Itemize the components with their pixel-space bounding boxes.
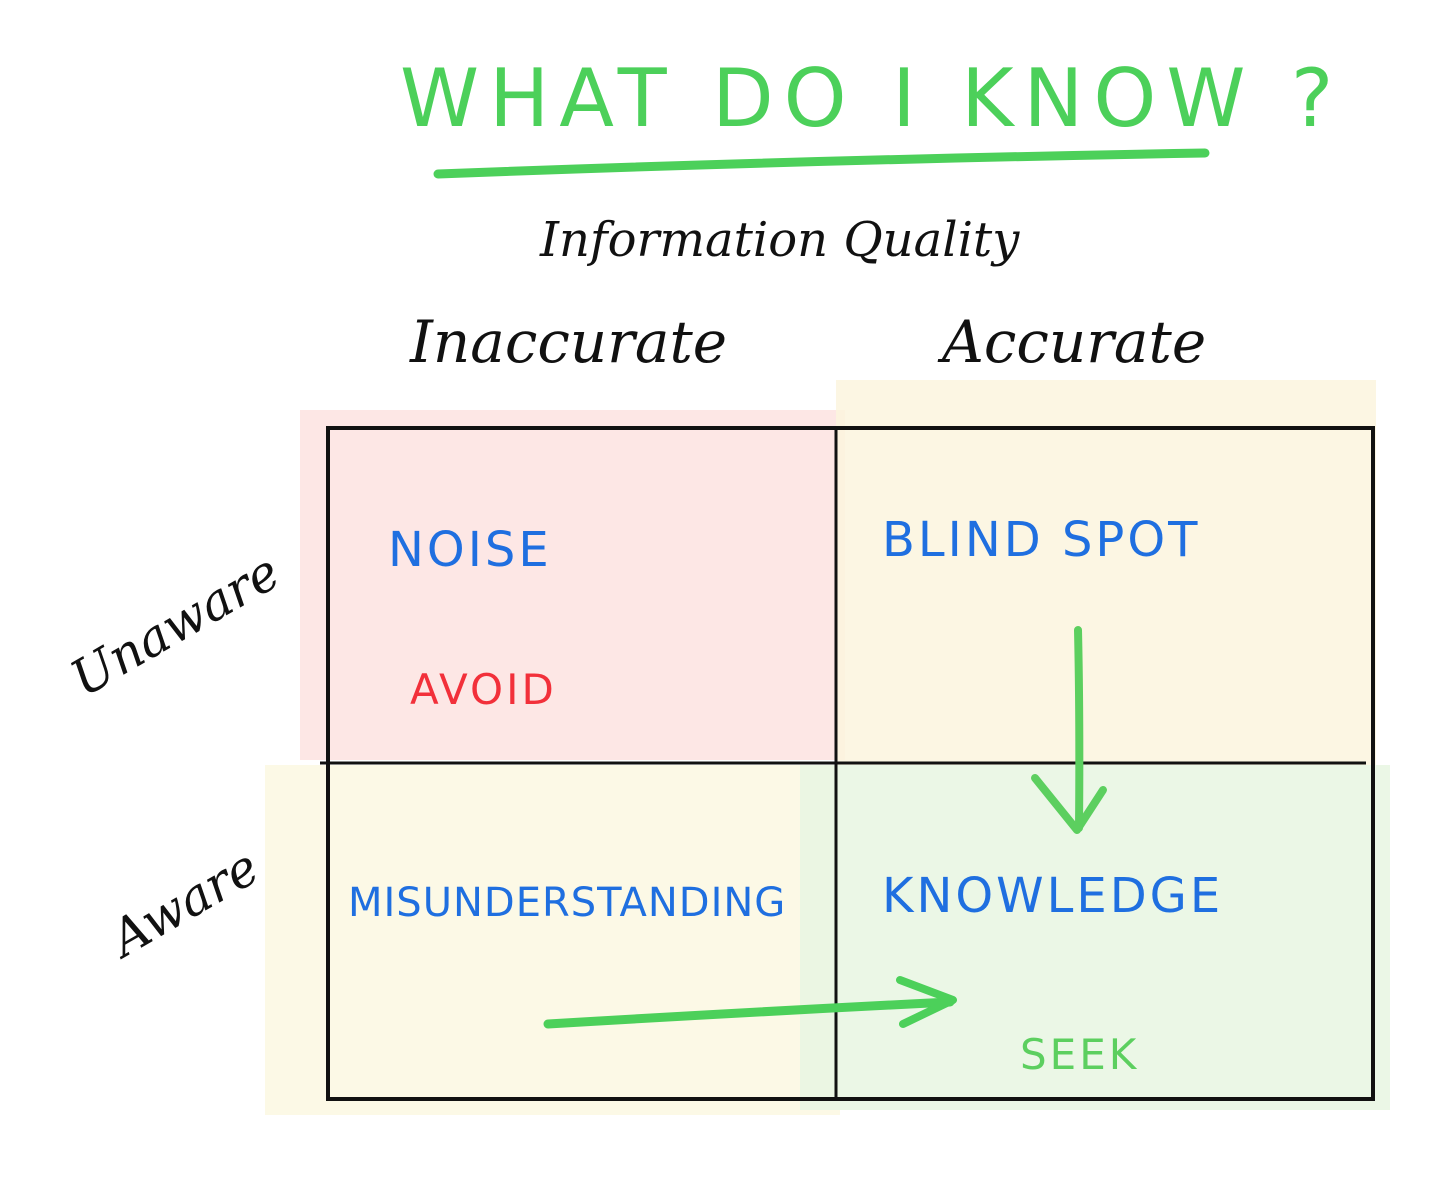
diagram-title: WHAT DO I KNOW ? bbox=[400, 52, 1344, 145]
blind-spot-label: BLIND SPOT bbox=[882, 512, 1201, 568]
misunderstanding-label: MISUNDERSTANDING bbox=[348, 880, 787, 926]
seek-label: SEEK bbox=[1020, 1030, 1140, 1079]
avoid-label: AVOID bbox=[410, 665, 557, 714]
column-label-accurate: Accurate bbox=[942, 308, 1207, 376]
noise-label: NOISE bbox=[388, 522, 552, 578]
blind-spot-quadrant-fill bbox=[836, 380, 1376, 765]
axis-title: Information Quality bbox=[540, 212, 1020, 268]
misunderstanding-quadrant-fill bbox=[265, 765, 840, 1115]
down-arrow-head bbox=[1031, 774, 1107, 834]
right-arrow-shaft bbox=[543, 997, 955, 1029]
knowledge-quadrant-fill bbox=[800, 765, 1390, 1110]
noise-quadrant-fill bbox=[300, 410, 845, 760]
column-label-inaccurate: Inaccurate bbox=[410, 308, 728, 376]
knowledge-label: KNOWLEDGE bbox=[882, 868, 1224, 924]
title-underline bbox=[433, 148, 1210, 179]
right-arrow-head bbox=[896, 976, 957, 1028]
down-arrow-shaft bbox=[1074, 626, 1084, 832]
